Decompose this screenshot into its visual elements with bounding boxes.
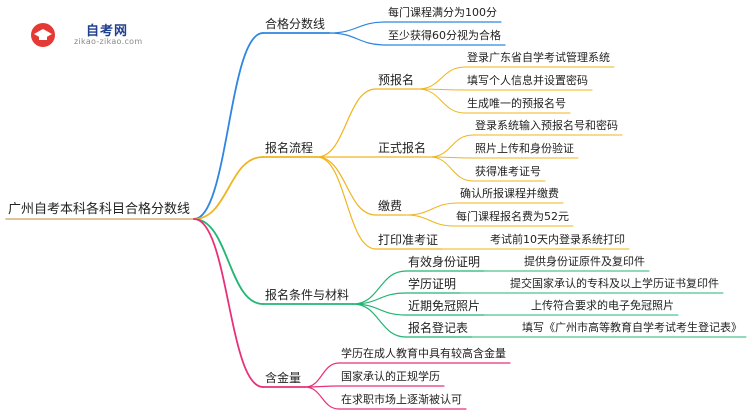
requirement-node: 近期免冠照片 [408,299,481,313]
logo: 自考网 zikao-zikao.com [30,20,160,50]
sub-connector [304,386,340,410]
root-topic: 广州自考本科各科目合格分数线 [8,202,191,217]
value-item: 国家承认的正规学历 [341,370,440,383]
branch-connector [193,218,264,388]
leaf-connector [405,214,455,227]
pass-score-item: 每门课程满分为100分 [388,6,497,19]
sub-connector [304,362,340,388]
value-item: 学历在成人教育中具有较高含金量 [341,347,506,360]
value-item: 在求职市场上逐渐被认可 [341,393,462,406]
branch-connector [193,156,264,220]
requirement-detail: 上传符合要求的电子免冠照片 [531,299,674,312]
sub-connector [316,88,377,158]
sub-connector [328,21,387,34]
requirement-detail: 填写《广州市高等教育自学考试考生登记表》 [522,321,742,334]
branch-connector [193,32,264,220]
logo-name: 自考网 [86,24,129,39]
payment-node: 缴费 [378,199,403,213]
leaf-connector [417,66,466,90]
pass-score-item: 至少获得60分视为合格 [388,29,501,42]
graduation-cap-icon [31,23,55,47]
logo-url: zikao-zikao.com [74,37,143,46]
print-admission-step: 考试前10天内登录系统打印 [490,233,625,246]
branch-pass-score: 合格分数线 [265,17,326,31]
formal-registration-step: 登录系统输入预报名号和密码 [475,119,618,132]
branch-registration-process: 报名流程 [265,141,314,155]
payment-step: 每门课程报名费为52元 [456,210,569,223]
formal-registration-node: 正式报名 [378,141,427,155]
leaf-connector [405,202,459,216]
pre-registration-step: 登录广东省自学考试管理系统 [467,51,610,64]
leaf-connector [429,156,474,182]
leaf-connector [417,88,466,114]
requirement-node: 报名登记表 [408,321,469,335]
branch-value: 含金量 [265,371,302,385]
sub-connector [352,303,407,338]
requirement-node: 学历证明 [408,277,457,291]
pre-registration-step: 填写个人信息并设置密码 [467,74,588,87]
pre-registration-node: 预报名 [378,73,415,87]
leaf-connector [429,134,474,158]
formal-registration-step: 照片上传和身份验证 [475,142,574,155]
requirement-detail: 提供身份证原件及复印件 [524,255,645,268]
sub-connector [316,156,377,216]
requirement-node: 有效身份证明 [408,255,481,269]
payment-step: 确认所报课程并缴费 [460,187,559,200]
requirement-detail: 提交国家承认的专科及以上学历证书复印件 [510,277,719,290]
formal-registration-step: 获得准考证号 [475,165,541,178]
branch-requirements: 报名条件与材料 [265,288,350,302]
branch-connector [193,218,264,305]
print-admission-node: 打印准考证 [378,233,439,247]
sub-connector [316,156,377,250]
sub-connector [328,32,387,46]
pre-registration-step: 生成唯一的预报名号 [467,97,566,110]
sub-connector [352,270,407,305]
